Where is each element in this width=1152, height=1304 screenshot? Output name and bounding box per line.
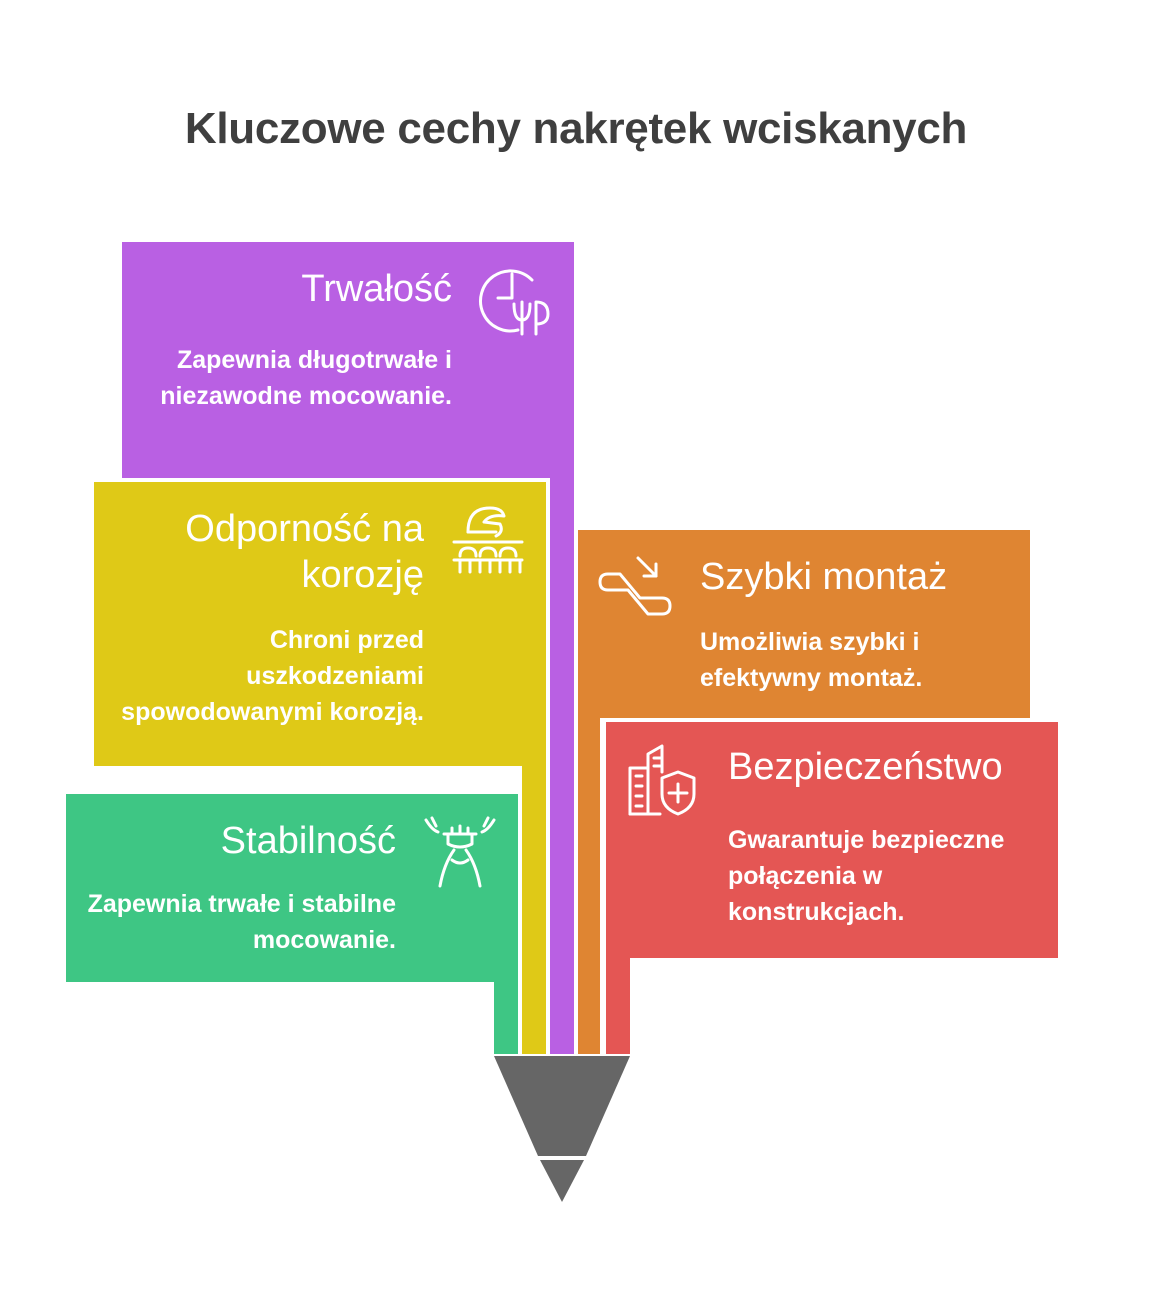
panel-description: Chroni przed uszkodzeniami spowodowanymi… <box>121 626 424 726</box>
panel-description: Gwarantuje bezpieczne połączenia w konst… <box>728 826 1005 926</box>
panel-description: Zapewnia długotrwałe i niezawodne mocowa… <box>160 346 452 410</box>
escalator-arrow-icon <box>598 554 674 620</box>
panel-title: Odporność na korozję <box>185 508 424 596</box>
panel-szybki-montaz: Szybki montaż Umożliwia szybki i efektyw… <box>578 530 1030 718</box>
funnel <box>494 1056 630 1204</box>
funnel-top <box>494 1056 630 1156</box>
panel-description: Umożliwia szybki i efektywny montaż. <box>700 628 923 692</box>
panel-title: Szybki montaż <box>700 556 948 598</box>
panel-title: Trwałość <box>301 268 452 310</box>
stripe-orange <box>578 718 600 1054</box>
panel-title: Stabilność <box>220 820 396 862</box>
stripe-yellow <box>522 766 546 1054</box>
panel-stabilnosc: Stabilność Zapewnia trwałe i stabilne mo… <box>66 794 518 982</box>
clock-plant-icon <box>478 262 554 338</box>
stripe-purple <box>550 478 574 1054</box>
page-title: Kluczowe cechy nakrętek wciskanych <box>184 104 968 153</box>
panel-title: Bezpieczeństwo <box>728 746 1003 788</box>
funnel-tip <box>540 1160 584 1202</box>
panel-trwalosc: Trwałość Zapewnia długotrwałe i niezawod… <box>122 242 574 478</box>
corrosion-bristles-icon <box>450 502 526 578</box>
building-shield-icon <box>626 742 702 818</box>
tree-roots-icon <box>422 814 498 890</box>
panel-bezpieczenstwo: Bezpieczeństwo Gwarantuje bezpieczne poł… <box>606 722 1058 958</box>
panel-description: Zapewnia trwałe i stabilne mocowanie. <box>87 890 396 954</box>
stripe-green <box>494 982 518 1054</box>
stripe-red <box>606 958 630 1054</box>
panel-odpornosc: Odporność na korozję Chroni przed uszkod… <box>94 482 546 766</box>
